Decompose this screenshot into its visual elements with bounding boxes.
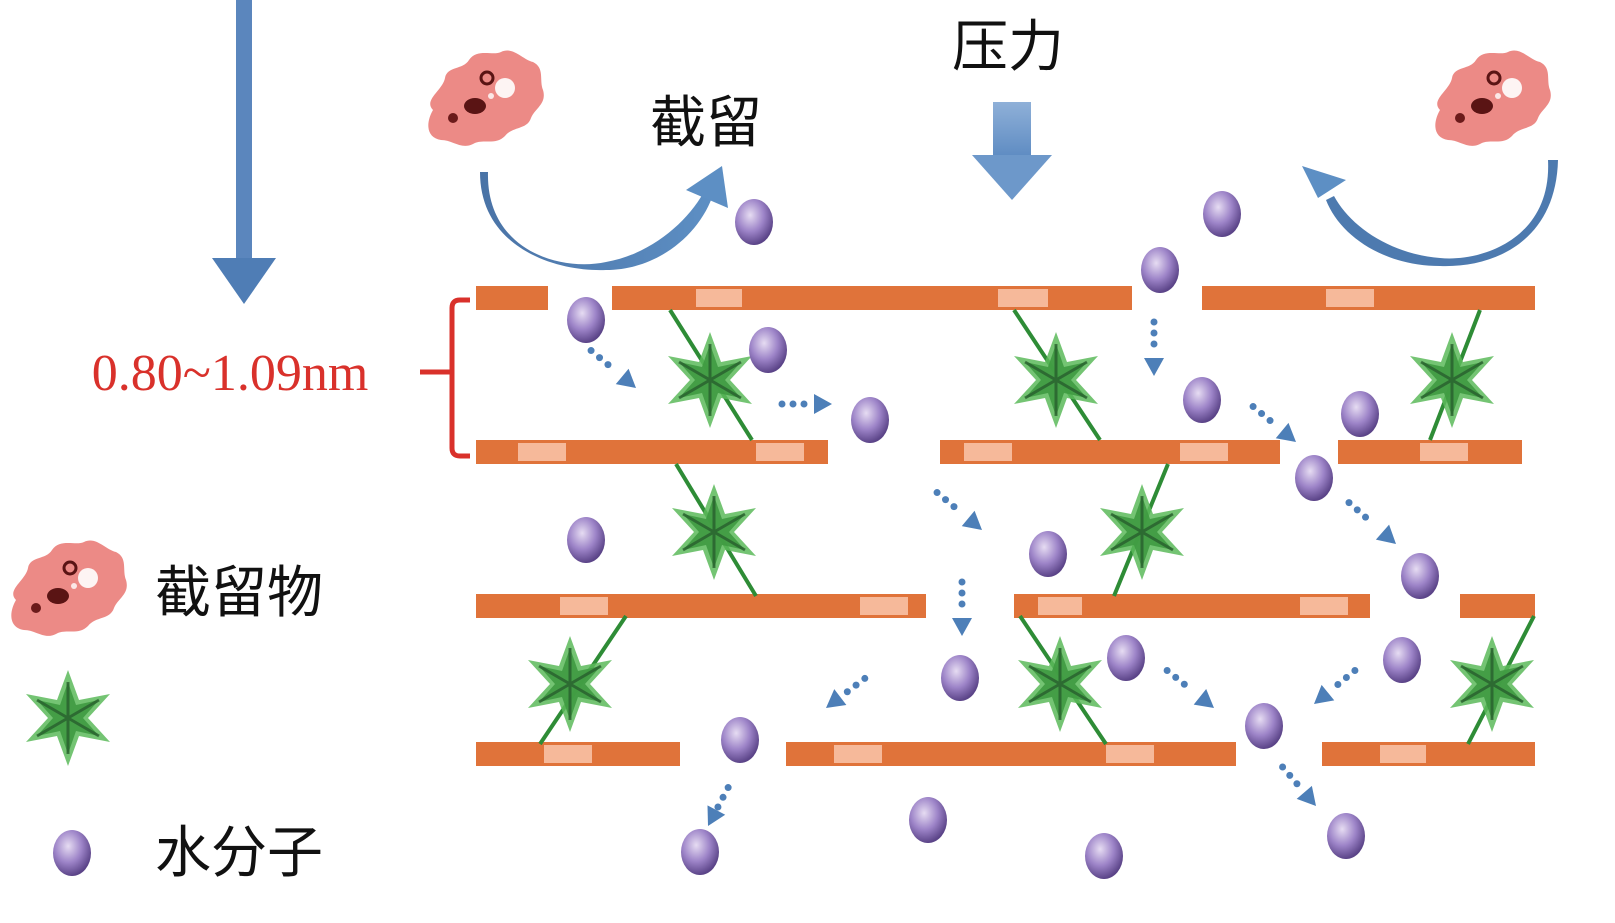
pore-size-label: 0.80~1.09nm [92, 345, 369, 402]
membrane-light-segment [964, 443, 1012, 461]
pressure-label: 压力 [952, 15, 1064, 80]
flow-arrow-icon [826, 674, 869, 708]
water-molecule-icon [567, 297, 605, 343]
retention-label: 截留 [650, 91, 762, 156]
legend: 截留物 水分子 [9, 539, 323, 886]
water-molecule-icon [1085, 833, 1123, 879]
membrane-layer-segment [612, 286, 1132, 310]
membrane-light-segment [1106, 745, 1154, 763]
star-particle-icon [670, 482, 758, 582]
water-molecule-icon [1327, 813, 1365, 859]
water-molecule-icon [1203, 191, 1241, 237]
water-molecule-icon [1141, 247, 1179, 293]
flow-arrow-icon [1279, 763, 1316, 806]
rejection-curve-arrow-right [1302, 160, 1558, 267]
membrane-light-segment [1038, 597, 1082, 615]
legend-retained-matter-icon [9, 539, 129, 638]
water-molecule-icon [1107, 635, 1145, 681]
water-molecule-icon [1029, 531, 1067, 577]
membrane-light-segment [834, 745, 882, 763]
membrane-layer-segment [476, 286, 548, 310]
membrane-layer-segment [1460, 594, 1535, 618]
water-molecule-icon [1295, 455, 1333, 501]
flow-arrow-icon [1163, 666, 1214, 708]
star-particles [526, 308, 1536, 746]
water-molecule-icon [567, 517, 605, 563]
membrane-layer-segment [1322, 742, 1535, 766]
membrane-light-segment [1300, 597, 1348, 615]
star-particle-icon [1408, 330, 1496, 430]
membrane-light-segment [1180, 443, 1228, 461]
water-molecule-icon [1245, 703, 1283, 749]
membrane-light-segment [1420, 443, 1468, 461]
membrane-light-segment [756, 443, 804, 461]
star-particle-icon [1098, 482, 1186, 582]
star-particle-icon [1448, 634, 1536, 734]
water-molecule-icon [909, 797, 947, 843]
water-molecule-icon [1401, 553, 1439, 599]
retained-matter-icon [1433, 49, 1553, 148]
flow-arrow-icon [933, 489, 982, 530]
star-particle-icon [1012, 330, 1100, 430]
legend-star-particle-icon [24, 668, 112, 768]
rejection-curve-arrow-left [480, 166, 728, 271]
retained-matter-icon [426, 49, 546, 148]
pore-size-bracket [420, 297, 470, 459]
membrane-light-segment [544, 745, 592, 763]
flow-arrow-icon [707, 784, 732, 826]
membrane-light-segment [1380, 745, 1426, 763]
membrane-light-segment [560, 597, 608, 615]
water-molecule-icon [851, 397, 889, 443]
membrane-light-segment [860, 597, 908, 615]
water-molecule-icon [681, 829, 719, 875]
membrane-layer-segment [476, 594, 926, 618]
water-molecule-icon [1183, 377, 1221, 423]
water-molecule-icon [1341, 391, 1379, 437]
water-flow-arrows [587, 318, 1396, 826]
star-particle-icon [526, 634, 614, 734]
membrane-light-segment [1326, 289, 1374, 307]
star-particle-icon [666, 330, 754, 430]
membrane-layers [476, 286, 1535, 766]
legend-water-molecule-icon [53, 830, 91, 876]
membrane-light-segment [518, 443, 566, 461]
legend-label-retained-matter: 截留物 [155, 561, 323, 626]
flow-arrow-icon [952, 578, 972, 636]
flow-arrow-icon [587, 347, 636, 388]
water-molecule-icon [721, 717, 759, 763]
flow-arrow-icon [1345, 499, 1396, 544]
legend-label-water-molecule: 水分子 [155, 821, 323, 886]
membrane-light-segment [998, 289, 1048, 307]
flow-arrow-icon [1144, 318, 1164, 376]
pressure-arrow-icon [972, 102, 1052, 200]
membrane-light-segment [696, 289, 742, 307]
flow-direction-arrow [212, 0, 276, 304]
water-molecule-icon [749, 327, 787, 373]
flow-arrow-icon [1314, 667, 1359, 704]
water-molecule-icon [735, 199, 773, 245]
water-molecule-icon [941, 655, 979, 701]
water-molecule-icon [1383, 637, 1421, 683]
flow-arrow-icon [778, 394, 832, 414]
flow-arrow-icon [1249, 403, 1296, 442]
